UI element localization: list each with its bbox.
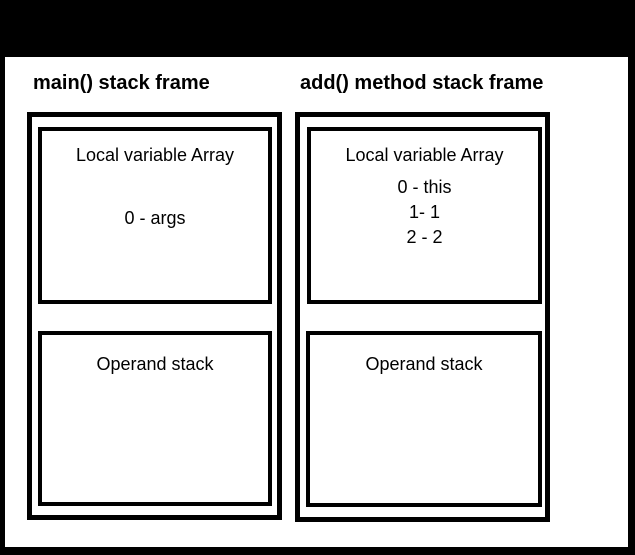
main-local-variable-array-box: Local variable Array 0 - args bbox=[38, 127, 272, 304]
local-variable-entry: 0 - args bbox=[124, 208, 186, 228]
add-local-variable-entries: 0 - this 1- 1 2 - 2 bbox=[311, 175, 538, 250]
main-stack-frame-box: Local variable Array 0 - args Operand st… bbox=[27, 112, 282, 520]
add-local-variable-array-label: Local variable Array bbox=[345, 145, 504, 165]
local-variable-entry: 2 - 2 bbox=[406, 227, 443, 247]
add-operand-stack-box: Operand stack bbox=[306, 331, 542, 507]
main-local-variable-array-label: Local variable Array bbox=[75, 145, 235, 165]
local-variable-entry: 0 - this bbox=[397, 177, 452, 197]
main-operand-stack-box: Operand stack bbox=[38, 331, 272, 506]
main-local-variable-entries: 0 - args bbox=[42, 206, 268, 231]
main-operand-stack-label: Operand stack bbox=[96, 354, 214, 374]
add-operand-stack-label: Operand stack bbox=[365, 354, 483, 374]
local-variable-entry: 1- 1 bbox=[408, 202, 441, 222]
main-stack-frame-title: main() stack frame bbox=[33, 72, 210, 94]
add-stack-frame-title: add() method stack frame bbox=[300, 72, 544, 94]
add-stack-frame-box: Local variable Array 0 - this 1- 1 2 - 2… bbox=[295, 112, 550, 522]
add-local-variable-array-box: Local variable Array 0 - this 1- 1 2 - 2 bbox=[307, 127, 542, 304]
